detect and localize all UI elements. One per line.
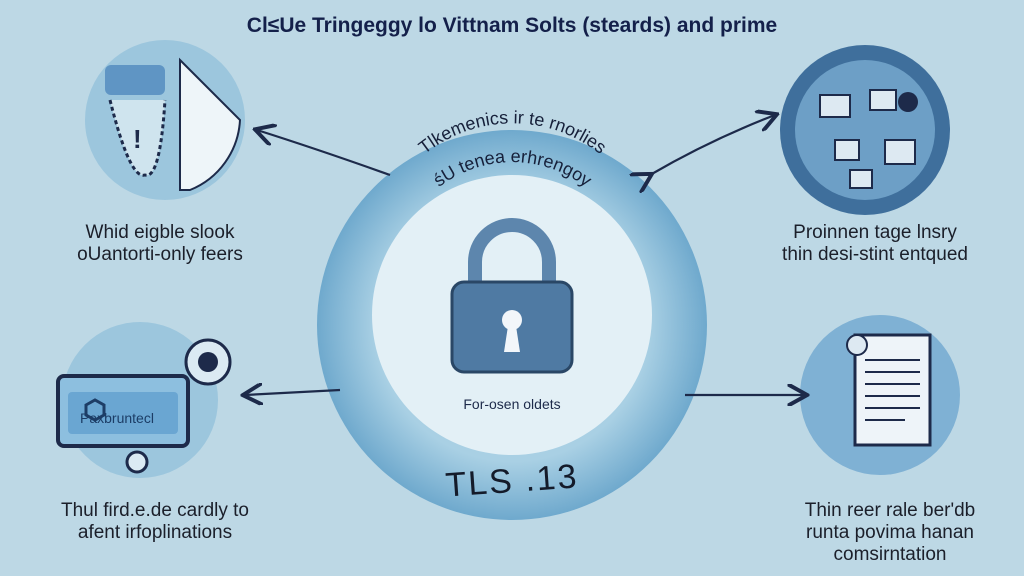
devices-network-icon [780, 45, 950, 215]
label-line: runta povima hanan [806, 522, 974, 543]
page-title: Cl≤Ue Tringeggy lo Vittnam Solts (steard… [246, 14, 778, 37]
label-line: Thin reer rale ber'db [804, 500, 976, 521]
alert-shield-icon: ! [85, 40, 245, 200]
label-top-right: Proinnen tage lnsry thin desi-stint entq… [740, 222, 1010, 266]
label-line: comsirntation [833, 544, 947, 565]
monitor-screen-text: Paxbruntecl [80, 410, 154, 426]
label-top-left: Whid eigble slook oUantorti-only feers [20, 222, 300, 266]
label-line: Thul fird.e.de cardly to [61, 500, 249, 521]
label-bottom-right: Thin reer rale ber'db runta povima hanan… [760, 500, 1020, 566]
arrow-top-right [650, 115, 775, 175]
arrow-bottom-left [245, 390, 341, 395]
center-caption: For-osen oldets [463, 396, 561, 412]
monitor-icon [56, 322, 232, 478]
label-line: afent irfoplinations [77, 522, 233, 543]
label-line: Proinnen tage lnsry [793, 222, 957, 243]
label-line: Whid eigble slook [85, 222, 235, 243]
label-line: thin desi-stint entqued [782, 244, 968, 265]
label-line: oUantorti-only feers [77, 244, 243, 265]
arrow-top-left [257, 130, 391, 177]
padlock-icon [450, 218, 574, 374]
document-icon [800, 315, 960, 475]
svg-text:!: ! [133, 124, 142, 154]
label-bottom-left: Thul fird.e.de cardly to afent irfoplina… [20, 500, 290, 544]
